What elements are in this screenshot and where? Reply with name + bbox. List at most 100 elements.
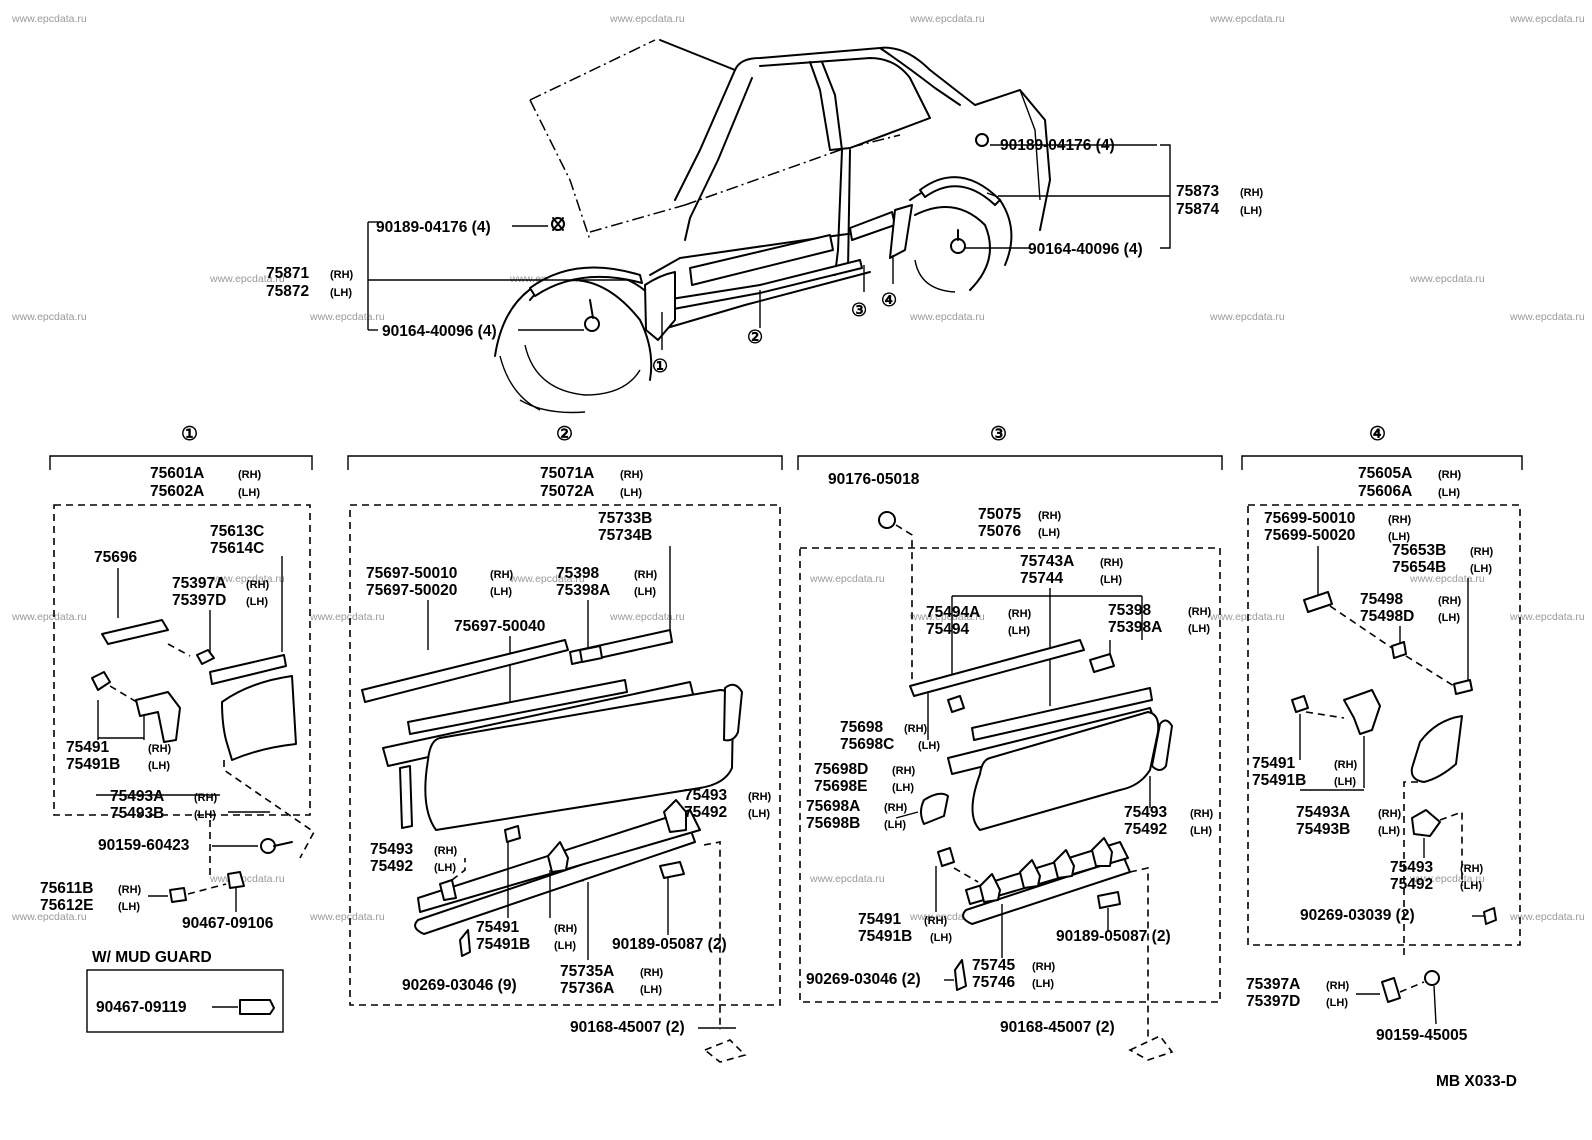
tag-lh: (LH) xyxy=(490,586,512,598)
tag-lh: (LH) xyxy=(194,809,216,821)
s3-bolt: 90168-45007 (2) xyxy=(1000,1019,1115,1036)
watermark: www.epcdata.ru xyxy=(11,611,87,623)
watermark: www.epcdata.ru xyxy=(309,611,385,623)
tag-lh: (LH) xyxy=(1388,531,1410,543)
watermark: www.epcdata.ru xyxy=(1409,573,1485,585)
tag-lh: (LH) xyxy=(1470,563,1492,575)
s3-75698e: 75698E xyxy=(814,778,867,795)
section-3-number: ③ xyxy=(990,424,1007,445)
s4-part-75699-50010 xyxy=(1303,591,1333,613)
tag-rh: (RH) xyxy=(246,579,270,591)
s3-assy-lh: 75076 xyxy=(978,523,1021,540)
tag-rh: (RH) xyxy=(148,743,172,755)
tag-rh: (RH) xyxy=(118,884,142,896)
s1-75614c: 75614C xyxy=(210,540,264,557)
watermark: www.epcdata.ru xyxy=(1209,311,1285,323)
s3-75491b: 75491B xyxy=(858,928,912,945)
car-labels: 90189-04176 (4) 75871 (RH) 75872 (LH) 90… xyxy=(266,137,1264,376)
tag-rh: (RH) xyxy=(1470,546,1494,558)
s1-assy-lh: 75602A xyxy=(150,483,204,500)
s3-nut: 90176-05018 xyxy=(828,471,920,488)
s3-part-75745 xyxy=(962,857,1131,925)
watermark: www.epcdata.ru xyxy=(11,13,87,25)
s4-75498d: 75498D xyxy=(1360,608,1414,625)
section-4-number: ④ xyxy=(1369,424,1386,445)
s2-75493: 75493 xyxy=(684,787,727,804)
tag-lh: (LH) xyxy=(1032,978,1054,990)
watermark: www.epcdata.ru xyxy=(309,311,385,323)
s2-part-75697-50010 xyxy=(361,639,569,703)
tag-rh: (RH) xyxy=(1460,863,1484,875)
s2-75492l: 75492 xyxy=(370,858,413,875)
s2-part-75735a xyxy=(414,827,696,935)
s2-nut: 90189-05087 (2) xyxy=(612,936,727,953)
watermark: www.epcdata.ru xyxy=(609,611,685,623)
s2-assy-lh: 75072A xyxy=(540,483,594,500)
s1-part-75397a xyxy=(196,649,215,665)
s2-75492: 75492 xyxy=(684,804,727,821)
tag-rh: (RH) xyxy=(1038,510,1062,522)
s2-75491b: 75491B xyxy=(476,936,530,953)
s2-75493l: 75493 xyxy=(370,841,413,858)
s1-75611b: 75611B xyxy=(40,880,93,897)
tag-rh: (RH) xyxy=(554,923,578,935)
section-headers: ① ② ③ ④ xyxy=(49,424,1523,470)
s1-75612e: 75612E xyxy=(40,897,93,914)
tag-rh: (RH) xyxy=(634,569,658,581)
tag-lh: (LH) xyxy=(884,819,906,831)
tag-rh: (RH) xyxy=(434,845,458,857)
tag-lh: (LH) xyxy=(1240,205,1262,217)
watermark: www.epcdata.ru xyxy=(509,573,585,585)
s4-75493: 75493 xyxy=(1390,859,1433,876)
tag-rh: (RH) xyxy=(748,791,772,803)
s3-75698d: 75698D xyxy=(814,761,868,778)
s2-pin: 90269-03046 (9) xyxy=(402,977,517,994)
tag-rh: (RH) xyxy=(1438,469,1462,481)
tag-lh: (LH) xyxy=(1008,625,1030,637)
s1-75491: 75491 xyxy=(66,739,109,756)
tag-rh: (RH) xyxy=(1032,961,1056,973)
tag-rh: (RH) xyxy=(884,802,908,814)
watermark: www.epcdata.ru xyxy=(1409,873,1485,885)
tag-rh: (RH) xyxy=(892,765,916,777)
label-rear-screw: 90164-40096 (4) xyxy=(1028,241,1143,258)
s4-part-75491 xyxy=(1343,689,1381,735)
watermark: www.epcdata.ru xyxy=(909,13,985,25)
tag-lh: (LH) xyxy=(1438,612,1460,624)
s3-75398: 75398 xyxy=(1108,602,1151,619)
section-1-number: ① xyxy=(181,424,198,445)
watermark: www.epcdata.ru xyxy=(1209,13,1285,25)
tag-rh: (RH) xyxy=(1188,606,1212,618)
watermark: www.epcdata.ru xyxy=(1509,911,1585,923)
tag-lh: (LH) xyxy=(246,596,268,608)
s4-75493b: 75493B xyxy=(1296,821,1350,838)
s2-part-75733b xyxy=(407,679,628,735)
s1-75397d: 75397D xyxy=(172,592,226,609)
tag-rh: (RH) xyxy=(1100,557,1124,569)
tag-lh: (LH) xyxy=(620,487,642,499)
label-rear-liner-lh: 75874 xyxy=(1176,201,1219,218)
s3-75493: 75493 xyxy=(1124,804,1167,821)
s1-75493a: 75493A xyxy=(110,788,164,805)
s1-75493b: 75493B xyxy=(110,805,164,822)
s4-screw: 90159-45005 xyxy=(1376,1027,1468,1044)
watermark: www.epcdata.ru xyxy=(1509,311,1585,323)
mud-guard-part: 90467-09119 xyxy=(96,999,187,1016)
tag-rh: (RH) xyxy=(620,469,644,481)
s4-75491b: 75491B xyxy=(1252,772,1306,789)
section-3: 90176-05018 75075 (RH) 75076 (LH) 75743A… xyxy=(799,471,1221,1061)
s1-screw: 90159-60423 xyxy=(98,837,190,854)
s2-75398a: 75398A xyxy=(556,582,610,599)
s4-pin: 90269-03039 (2) xyxy=(1300,907,1415,924)
s4-75493a: 75493A xyxy=(1296,804,1350,821)
tag-lh: (LH) xyxy=(1460,880,1482,892)
section-2: 75071A (RH) 75072A (LH) 75733B 75734B 75… xyxy=(349,465,781,1063)
s4-75498: 75498 xyxy=(1360,591,1403,608)
s1-rivet: 90467-09106 xyxy=(182,915,274,932)
car-callouts xyxy=(367,144,1171,350)
watermark: www.epcdata.ru xyxy=(909,311,985,323)
s2-75697-50010: 75697-50010 xyxy=(366,565,457,582)
tag-rh: (RH) xyxy=(1326,980,1350,992)
tag-rh: (RH) xyxy=(1190,808,1214,820)
